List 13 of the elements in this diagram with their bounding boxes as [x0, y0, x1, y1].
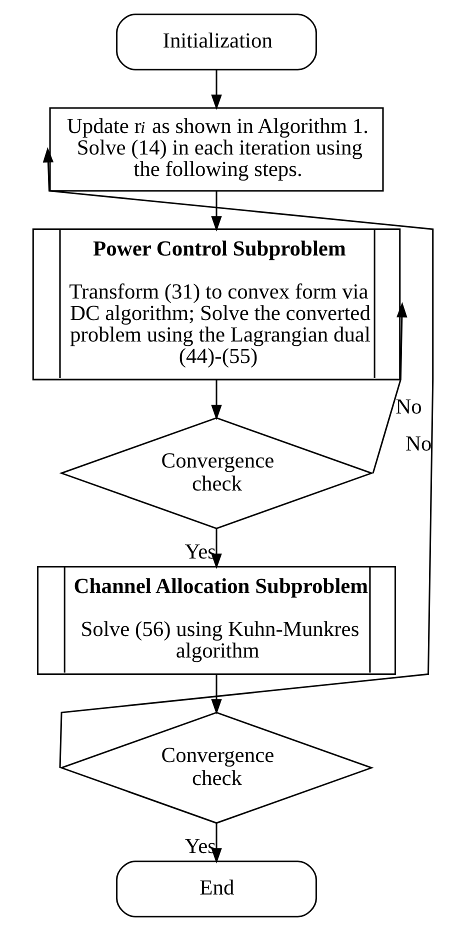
node-diamond: Convergence check — [58, 712, 374, 824]
edge-label: No — [395, 394, 422, 418]
arrow — [372, 302, 407, 474]
arrow — [210, 674, 222, 714]
node-box: End — [116, 860, 317, 918]
node-diamond: Convergence check — [58, 417, 374, 530]
arrow — [210, 380, 222, 420]
arrow — [210, 190, 222, 232]
arrow — [210, 70, 222, 110]
edge-label: No — [404, 432, 432, 456]
node-box: Initialization — [116, 14, 317, 70]
node-box: Update ri as shown in Algorithm 1. Solve (14) in each iteration using the following steps. — [48, 107, 384, 192]
arrow — [42, 147, 434, 768]
